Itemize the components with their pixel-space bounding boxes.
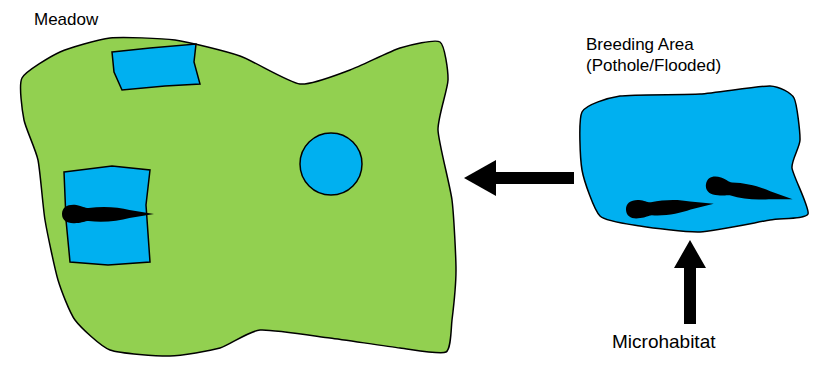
pond-shape	[112, 44, 200, 90]
meadow-region: Meadow	[14, 6, 460, 362]
region-shape	[21, 38, 456, 356]
region-outline	[14, 6, 460, 362]
leader-arrow	[674, 240, 706, 324]
salamander-silhouette	[704, 175, 794, 208]
region-shape	[580, 86, 808, 232]
flow-arrow	[464, 160, 574, 196]
salamander-silhouette	[62, 205, 154, 223]
microhabitat-label: Microhabitat	[612, 330, 716, 353]
arrow-shaft	[494, 172, 574, 184]
breeding-area-region: Breeding Area (Pothole/Flooded)	[578, 32, 812, 236]
salamander-silhouette	[625, 195, 714, 219]
region-label: Meadow	[34, 9, 98, 30]
region-label: Breeding Area (Pothole/Flooded)	[586, 34, 736, 76]
arrow-head	[464, 160, 496, 196]
pond-shape	[300, 133, 362, 195]
